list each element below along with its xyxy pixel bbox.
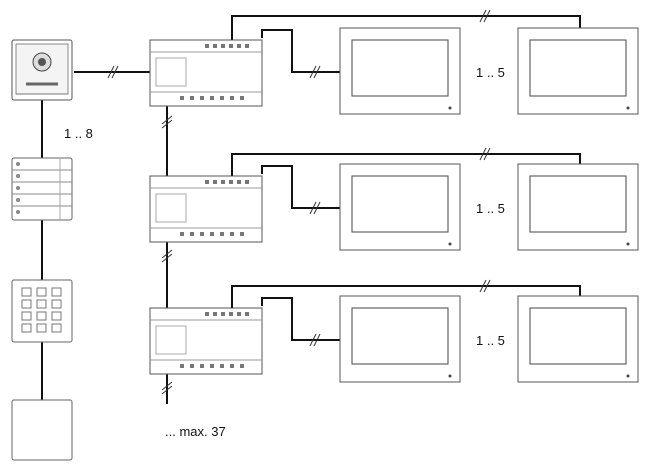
indoor-monitor-icon [339, 163, 461, 251]
module-count-label: 1 .. 8 [64, 126, 93, 141]
door-station-column: 1 .. 8 [11, 39, 93, 461]
indoor-monitor-icon [517, 295, 639, 383]
indoor-monitor-icon [339, 295, 461, 383]
button-module-icon [11, 157, 73, 221]
distributor-to-monitor-wire [261, 297, 342, 341]
distributor-unit-icon [149, 307, 263, 375]
keypad-module-icon [11, 279, 73, 343]
monitor-count-label-row3: 1 .. 5 [476, 333, 505, 348]
monitor-loop-wire [231, 15, 581, 40]
distributor-bus: ... max. 37 [74, 65, 226, 439]
distributor-row-2: 1 .. 5 [149, 147, 639, 251]
distributor-to-monitor-wire [261, 29, 342, 73]
indoor-monitor-icon [339, 27, 461, 115]
distributor-unit-icon [149, 175, 263, 243]
camera-module-icon [11, 39, 73, 101]
monitor-count-label-row2: 1 .. 5 [476, 201, 505, 216]
monitor-count-label-row1: 1 .. 5 [476, 65, 505, 80]
monitor-loop-wire [231, 285, 581, 308]
distributor-to-monitor-wire [261, 165, 342, 209]
distributor-max-label: ... max. 37 [165, 424, 226, 439]
indoor-monitor-icon [517, 163, 639, 251]
distributor-unit-icon [149, 39, 263, 107]
distributor-row-1: 1 .. 5 [149, 9, 639, 115]
blank-module-icon [11, 399, 73, 461]
indoor-monitor-icon [517, 27, 639, 115]
monitor-loop-wire [231, 153, 581, 176]
distributor-row-3: 1 .. 5 [149, 279, 639, 383]
